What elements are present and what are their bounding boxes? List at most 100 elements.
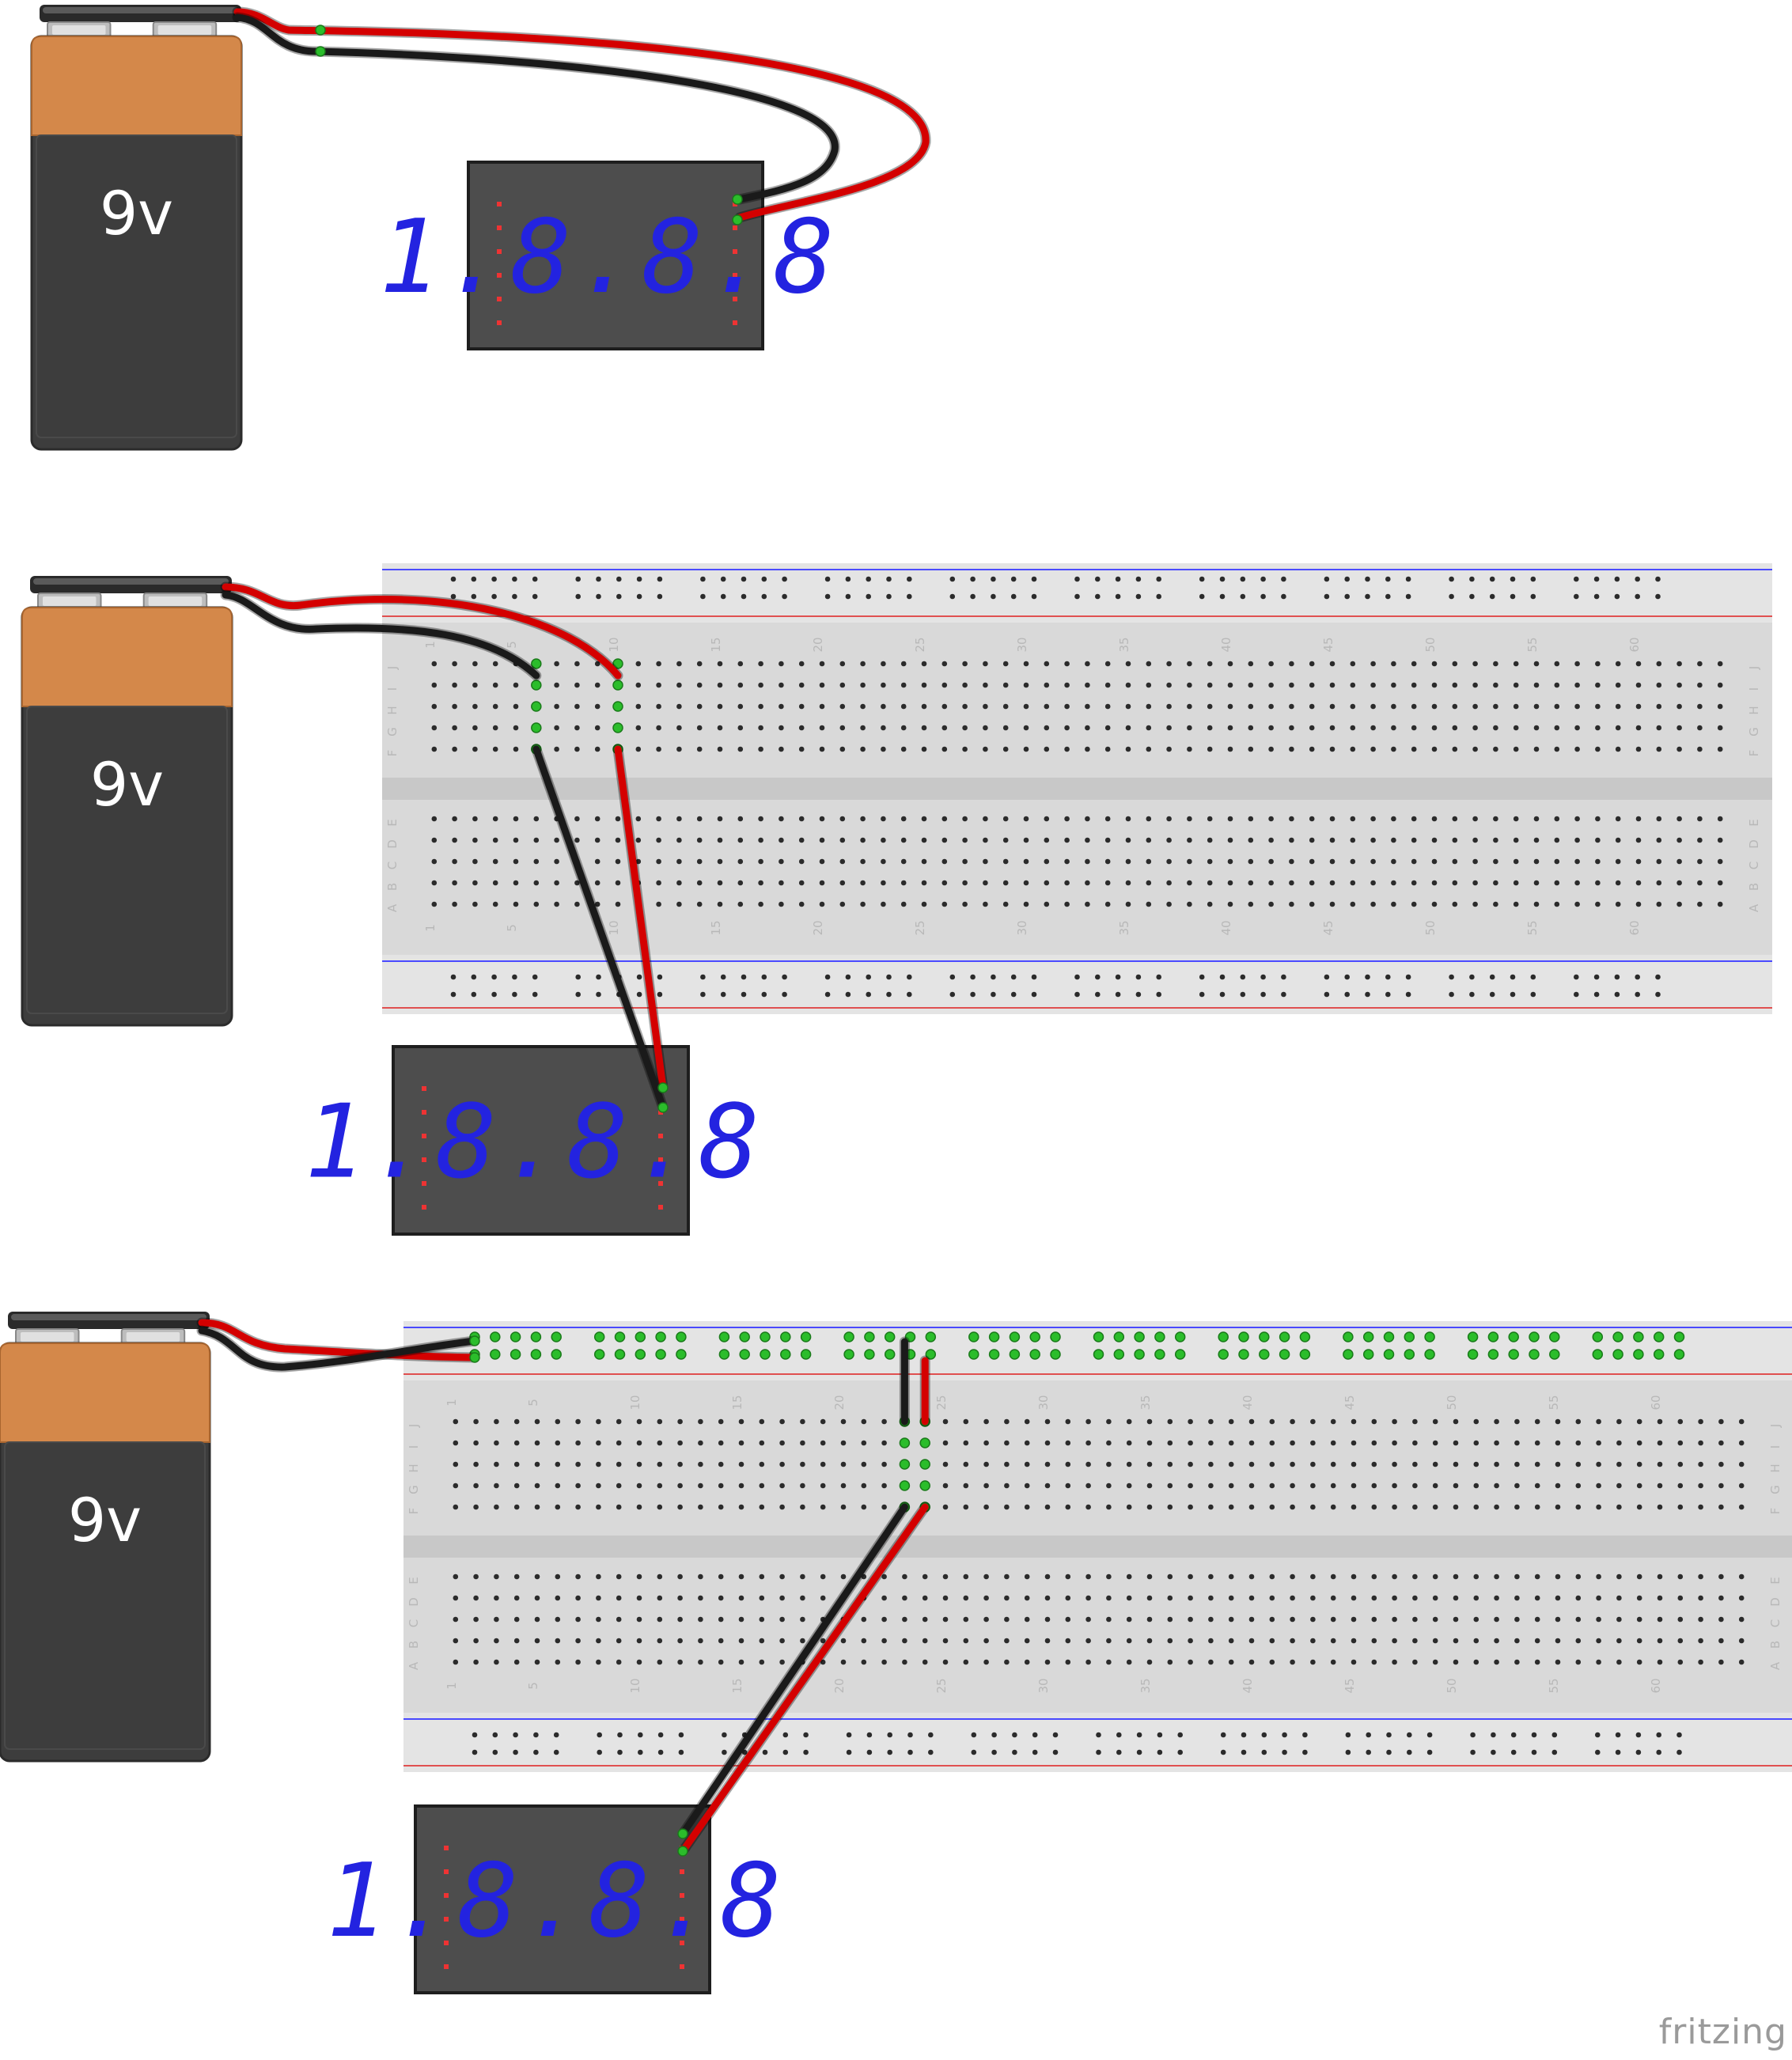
rail-hole — [866, 593, 871, 600]
hole — [1125, 661, 1131, 667]
rail-hole — [949, 991, 956, 998]
hole — [1269, 1440, 1275, 1446]
hole — [921, 816, 927, 822]
hole — [492, 661, 498, 667]
rail-highlight — [864, 1349, 875, 1360]
hole — [1596, 1616, 1601, 1623]
hole — [1188, 1483, 1193, 1489]
wires-layer — [196, 6, 1685, 1857]
column-number: 50 — [1423, 637, 1438, 652]
hole — [453, 1504, 459, 1510]
hole — [1575, 1659, 1582, 1665]
hole — [1718, 1461, 1724, 1467]
battery-voltage-label: 9v — [100, 178, 173, 248]
hole — [676, 837, 682, 843]
rail-hole — [1260, 576, 1266, 582]
hole — [452, 837, 457, 843]
rail-highlight — [1653, 1331, 1665, 1342]
hole — [798, 837, 805, 843]
rail-hole — [700, 576, 706, 582]
hole — [575, 1440, 581, 1446]
hole — [596, 1440, 601, 1446]
hole — [1044, 1638, 1051, 1644]
hole — [1595, 682, 1601, 688]
hole — [1676, 746, 1682, 752]
rail-hole — [1405, 991, 1411, 998]
hole — [798, 880, 805, 886]
hole — [881, 858, 886, 865]
rail-highlight — [1299, 1331, 1311, 1342]
rail-hole — [866, 991, 871, 998]
wire-black — [222, 591, 540, 680]
hole — [473, 1418, 479, 1425]
hole — [594, 816, 600, 822]
rail-highlight — [1174, 1349, 1186, 1360]
hole — [1085, 1595, 1091, 1601]
hole — [657, 1659, 663, 1665]
hole — [494, 1659, 499, 1665]
hole — [1310, 1504, 1316, 1510]
column-number: 30 — [1036, 1678, 1051, 1693]
hole — [962, 901, 968, 907]
hole — [555, 1440, 561, 1446]
column-number: 55 — [1547, 1395, 1561, 1410]
highlight-hole — [612, 658, 623, 669]
hole — [1718, 1638, 1724, 1644]
rail-highlight — [1279, 1349, 1290, 1360]
hole — [1350, 837, 1356, 843]
hole — [839, 703, 846, 710]
rail-hole — [472, 1749, 478, 1755]
battery: 9v — [0, 1312, 211, 1763]
column-number: 25 — [934, 1395, 949, 1410]
display-pin-right — [658, 1181, 663, 1186]
rail-hole — [1177, 1749, 1183, 1755]
row-letter: B — [1747, 883, 1761, 891]
hole — [1166, 880, 1172, 886]
rail-hole — [1177, 1732, 1183, 1738]
hole — [1411, 661, 1417, 667]
hole — [575, 1573, 581, 1580]
hole — [1187, 746, 1192, 752]
hole — [798, 703, 805, 710]
rail-hole — [1116, 1749, 1122, 1755]
highlight-hole — [531, 722, 542, 733]
hole — [1167, 1504, 1173, 1510]
hole — [1269, 1659, 1275, 1665]
hole — [737, 816, 744, 822]
hole — [1493, 858, 1498, 865]
hole — [1412, 1573, 1418, 1580]
hole — [1106, 1418, 1112, 1425]
hole — [1431, 816, 1438, 822]
rail-hole — [722, 1749, 727, 1755]
hole — [1329, 725, 1335, 731]
highlight-hole — [612, 722, 623, 733]
hole — [1616, 1504, 1622, 1510]
hole — [1290, 1483, 1295, 1489]
hole — [779, 858, 784, 865]
rail-hole — [1282, 1732, 1287, 1738]
hole — [1412, 1418, 1418, 1425]
hole — [1329, 661, 1335, 667]
rail-hole — [1199, 991, 1205, 998]
rail-highlight — [1549, 1349, 1560, 1360]
column-number: 5 — [505, 924, 519, 932]
rail-hole — [991, 974, 996, 980]
hole — [1125, 858, 1131, 865]
hole — [575, 1659, 581, 1665]
rail-hole — [1199, 974, 1205, 980]
row-letter: A — [1747, 903, 1761, 912]
hole — [1024, 1504, 1030, 1510]
hole — [1656, 703, 1662, 710]
hole — [513, 880, 519, 886]
hole — [453, 1638, 459, 1644]
rail-hole — [575, 991, 581, 998]
voltmeter-display: 1.8.8.8 — [326, 1804, 782, 1994]
hole — [902, 1659, 907, 1665]
hole — [575, 1483, 581, 1489]
hole — [1309, 901, 1315, 907]
hole — [738, 1638, 744, 1644]
hole — [1350, 746, 1356, 752]
hole — [1044, 682, 1050, 688]
hole — [1514, 1638, 1520, 1644]
hole — [1676, 816, 1682, 822]
